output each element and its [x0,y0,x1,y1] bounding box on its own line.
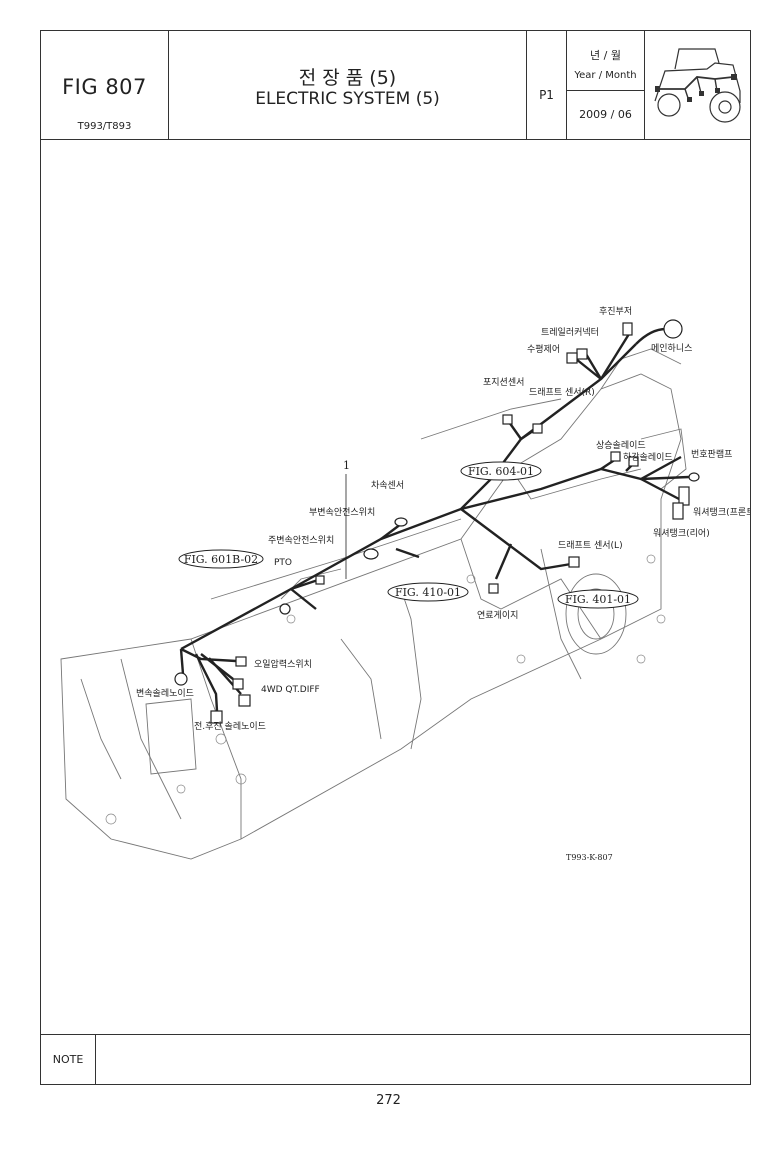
connectors [174,319,700,724]
fig-ref-401: FIG. 401-01 [557,589,639,609]
page-code-cell: P1 [527,31,567,139]
svg-text:FIG. 401-01: FIG. 401-01 [565,593,631,606]
header-block: FIG 807 T993/T893 전 장 품 (5) ELECTRIC SYS… [41,31,750,140]
label-speed-sensor: 차속센서 [371,479,404,491]
fig-ref-601b: FIG. 601B-02 [178,549,264,569]
tractor-icon-cell [645,31,750,139]
label-fuel-gauge: 연료게이지 [477,610,518,621]
note-label: NOTE [41,1035,96,1085]
ref-number: 1 [343,459,350,472]
svg-text:FIG. 410-01: FIG. 410-01 [395,586,461,599]
label-washer-tank-rear: 워셔탱크(리어) [653,528,710,539]
label-4wd-qt-diff: 4WD QT.DIFF [261,685,320,695]
label-draft-sensor-l: 드래프트 센서(L) [558,540,623,551]
label-down-solenoid: 하강솔레이드 [623,452,673,463]
title-korean: 전 장 품 (5) [298,67,397,89]
label-pto: PTO [274,558,292,568]
tractor-electric-icon [654,48,741,123]
label-main-harness: 메인하니스 [651,343,692,354]
label-washer-tank-front: 워셔탱크(프론트) [693,507,750,518]
wire-harness [179,327,690,712]
page-code: P1 [539,88,554,102]
part-labels: 후진부저 트레일러커넥터 수평제어 메인하니스 포지션센서 드래프트 센서(R)… [136,306,758,732]
date-label-korean: 년 / 월 [590,49,621,62]
note-block: NOTE [41,1034,750,1085]
label-draft-sensor-r: 드래프트 센서(R) [529,387,595,398]
page-number: 272 [376,1093,401,1108]
svg-text:FIG. 601B-02: FIG. 601B-02 [184,553,258,566]
title-cell: 전 장 품 (5) ELECTRIC SYSTEM (5) [169,31,527,139]
label-main-shift-switch: 주변속안전스위치 [268,534,334,546]
label-shift-solenoid: 변속솔레노이드 [136,688,194,699]
label-sub-shift-switch: 부변속안전스위치 [309,506,375,518]
label-oil-pressure-switch: 오일압력스위치 [254,658,312,670]
label-number-lamp: 번호판램프 [691,448,732,460]
label-hujin-buzzer: 후진부저 [599,306,632,317]
parts-diagram: 1 FIG. 604-01 FIG. 601B-02 FIG. 410-01 F… [41,139,758,1034]
parts-sheet: FIG 807 T993/T893 전 장 품 (5) ELECTRIC SYS… [40,30,758,1085]
date-value: 2009 / 06 [579,108,632,121]
fig-cell: FIG 807 T993/T893 [41,31,169,139]
label-up-solenoid: 상승솔레이드 [596,440,646,451]
date-cell: 년 / 월 Year / Month 2009 / 06 [567,31,645,139]
svg-text:FIG. 604-01: FIG. 604-01 [468,465,534,478]
label-position-sensor: 포지션센서 [483,377,524,388]
fig-ref-604: FIG. 604-01 [460,461,542,481]
date-label-english: Year / Month [574,70,637,81]
label-trailer-connector: 트레일러커넥터 [541,327,599,338]
title-english: ELECTRIC SYSTEM (5) [255,89,440,109]
date-divider [567,90,644,91]
transmission-wiring-drawing: 1 FIG. 604-01 FIG. 601B-02 FIG. 410-01 F… [60,306,758,862]
transmission-housing [60,348,687,860]
drawing-code: T993-K-807 [566,853,613,862]
label-level-control: 수평제어 [527,344,560,355]
label-fwd-rev-solenoid: 전.후진 솔레노이드 [194,721,266,732]
fig-number: FIG 807 [62,75,147,99]
fig-ref-410: FIG. 410-01 [387,582,469,602]
model-number: T993/T893 [77,121,132,132]
